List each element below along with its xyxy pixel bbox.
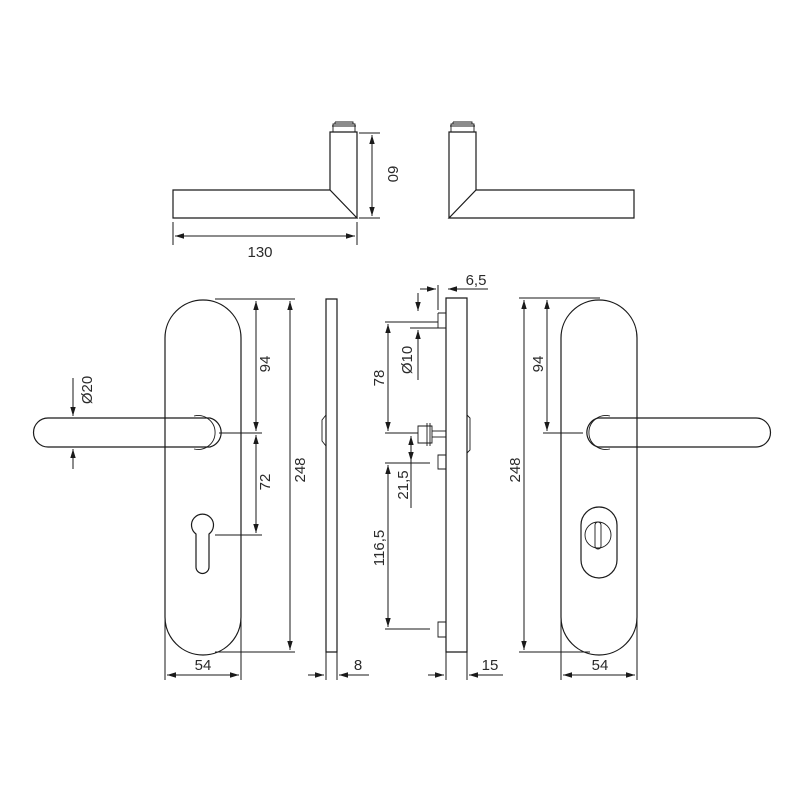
front-view-right: 94 248 54 xyxy=(507,297,772,680)
dim-top-to-spindle-section: 78 xyxy=(371,370,388,387)
dim-fixing-distance: 116,5 xyxy=(371,530,388,566)
lever-side-view-right xyxy=(447,121,635,219)
front-view-left: Ø20 94 72 248 54 xyxy=(32,298,309,680)
dim-spindle-to-cylinder: 72 xyxy=(257,474,274,491)
dim-plate-thickness-thin: 8 xyxy=(354,657,362,674)
dim-plate-width-left: 54 xyxy=(195,657,212,674)
dim-lever-diameter: Ø20 xyxy=(79,376,96,404)
lever-side-view-left: 130 60 xyxy=(172,121,401,261)
dim-lever-height: 60 xyxy=(384,166,401,183)
plate-profile-thin: 8 xyxy=(308,298,369,680)
dim-lever-length: 130 xyxy=(247,244,272,261)
dim-plate-height-right: 248 xyxy=(507,457,524,482)
dim-rose-offset: 6,5 xyxy=(466,272,487,289)
dim-spindle-to-fixing: 21,5 xyxy=(395,470,412,499)
dim-plate-height-left: 248 xyxy=(292,457,309,482)
dim-top-to-spindle-left: 94 xyxy=(257,356,274,373)
dim-spindle-diameter: Ø10 xyxy=(399,346,416,374)
dim-top-to-spindle-right: 94 xyxy=(530,356,547,373)
plate-profile-section: 6,5 Ø10 78 21,5 116,5 15 xyxy=(371,272,503,680)
dim-plate-width-right: 54 xyxy=(592,657,609,674)
dim-plate-thickness-section: 15 xyxy=(482,657,499,674)
